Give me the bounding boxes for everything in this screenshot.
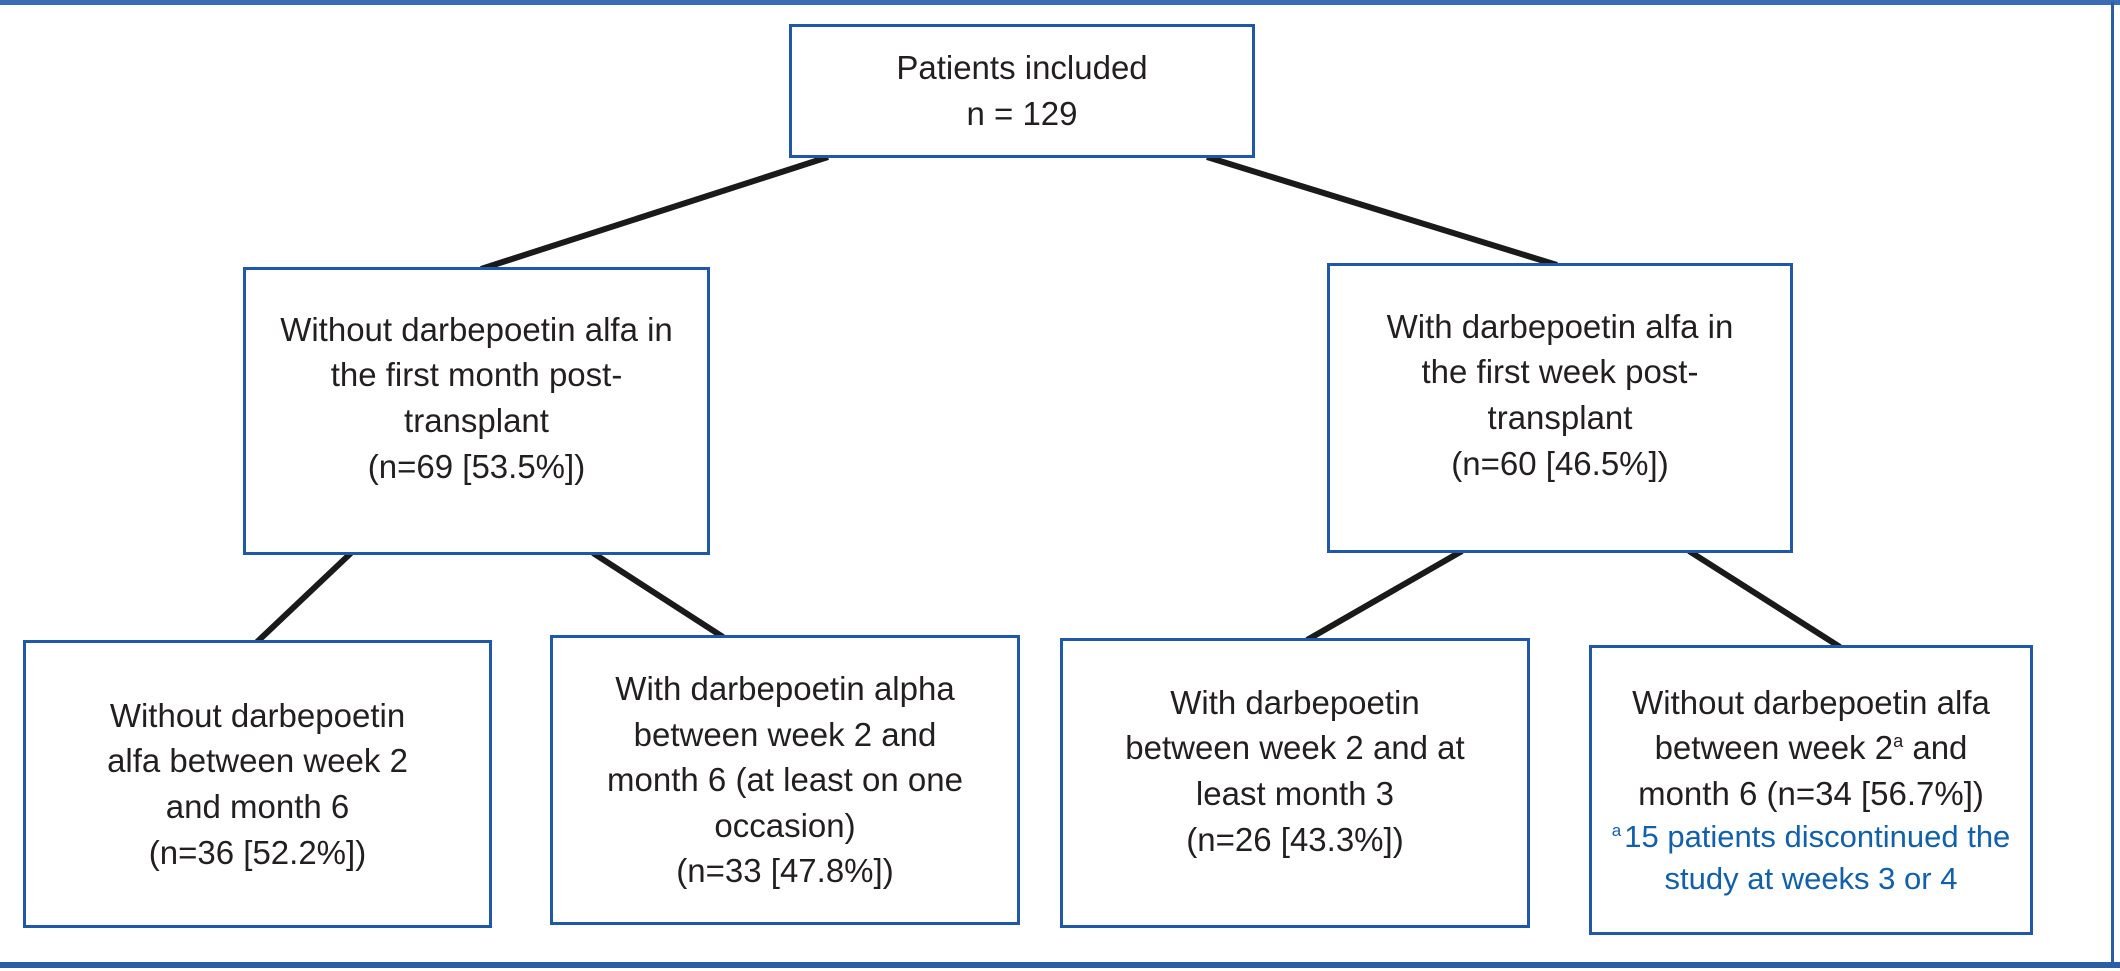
node-without-dpo-first-month: Without darbepoetin alfa in the first mo…	[243, 267, 710, 555]
node-without-dpo-week2a-month6-line2: between week 2a and	[1655, 725, 1968, 771]
node-without-dpo-week2-month6-text: Without darbepoetin alfa between week 2 …	[107, 696, 408, 871]
line2-pre: between week 2	[1654, 729, 1894, 767]
connector-left-to-with-week2-month6	[591, 550, 725, 640]
node-without-dpo-first-month-text: Without darbepoetin alfa in the first mo…	[280, 310, 673, 485]
footnote-lines: 15 patients discontinued the study at we…	[1624, 819, 2011, 897]
footnote-text: a15 patients discontinued the study at w…	[1612, 816, 2011, 900]
node-with-dpo-first-week-text: With darbepoetin alfa in the first week …	[1386, 307, 1734, 482]
node-with-dpo-week2-month6: With darbepoetin alpha between week 2 an…	[550, 635, 1020, 925]
node-without-dpo-week2a-month6-line1: Without darbepoetin alfa	[1632, 683, 1990, 721]
node-patients-included-text: Patients included n = 129	[896, 49, 1148, 132]
right-border-rule	[2111, 2, 2114, 966]
footnote-marker-superscript: a	[1893, 731, 1904, 752]
node-without-dpo-week2a-month6: Without darbepoetin alfa between week 2a…	[1589, 645, 2033, 935]
connector-root-to-without-first-month	[480, 154, 829, 272]
connector-right-to-without-week2a-month6	[1687, 548, 1842, 650]
bottom-border-rule	[0, 962, 2120, 968]
connector-right-to-with-week2-month3	[1305, 548, 1464, 643]
connector-left-to-without-week2-month6	[254, 550, 354, 645]
node-with-dpo-week2-month6-text: With darbepoetin alpha between week 2 an…	[607, 670, 963, 890]
node-with-dpo-week2-month3-text: With darbepoetin between week 2 and at l…	[1125, 683, 1465, 858]
node-patients-included: Patients included n = 129	[789, 24, 1255, 158]
line2-post: and	[1903, 729, 1968, 767]
node-without-dpo-week2-month6: Without darbepoetin alfa between week 2 …	[23, 640, 492, 928]
node-with-dpo-first-week: With darbepoetin alfa in the first week …	[1327, 263, 1793, 553]
node-without-dpo-week2a-month6-line3: month 6 (n=34 [56.7%])	[1638, 774, 1984, 812]
top-border-rule	[0, 0, 2120, 5]
node-with-dpo-week2-month3: With darbepoetin between week 2 and at l…	[1060, 638, 1530, 928]
footnote-superscript: a	[1611, 821, 1622, 841]
connector-root-to-with-first-week	[1206, 154, 1558, 268]
